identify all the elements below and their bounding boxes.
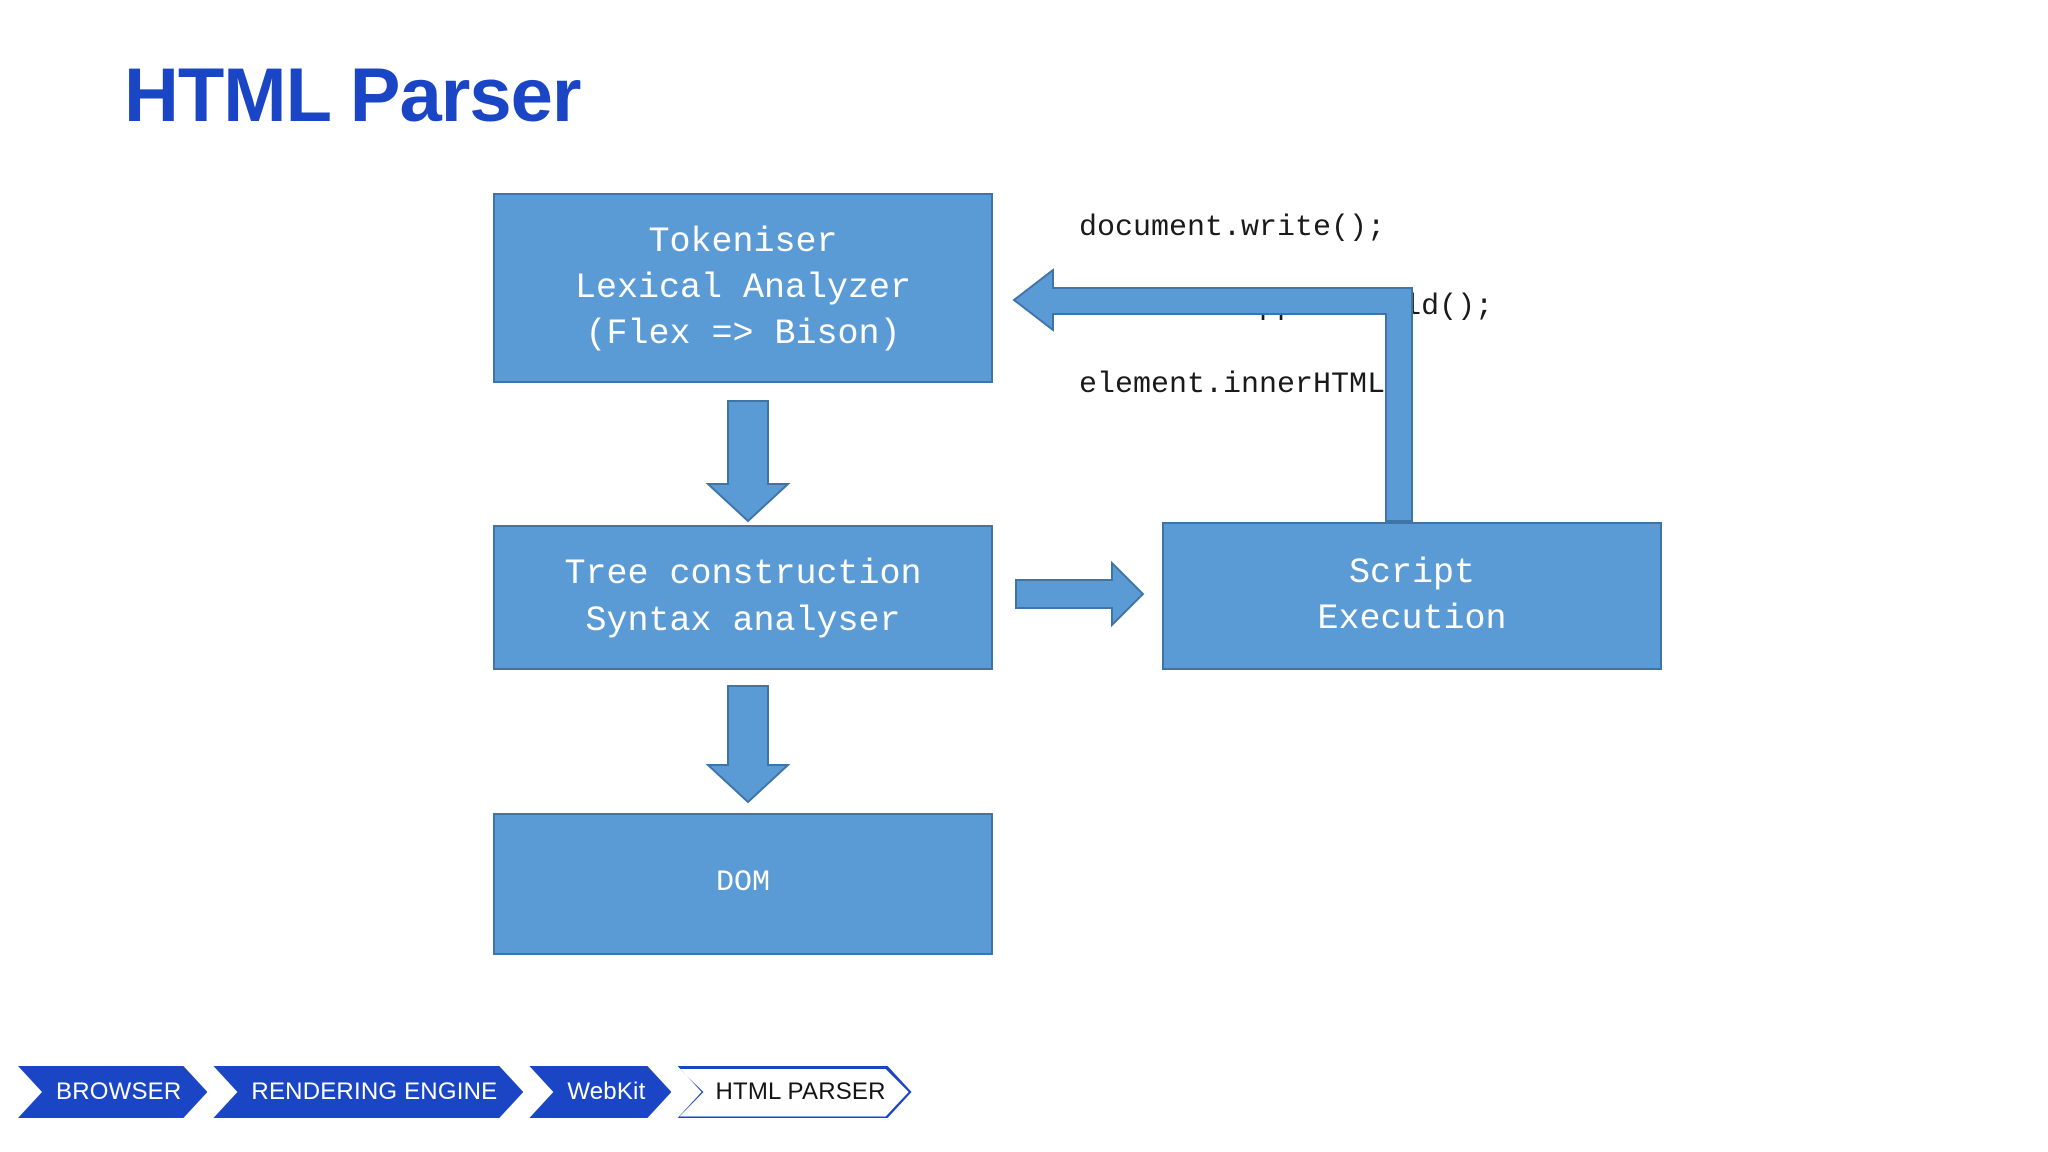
node-tokeniser-line-3: (Flex => Bison) — [585, 314, 901, 355]
breadcrumb-item-webkit[interactable]: WebKit — [529, 1066, 671, 1118]
arrow-tree-to-dom — [705, 685, 791, 804]
annotation-line-2: document.appendChild(); — [1079, 289, 1494, 324]
node-tree-construction-line-2: Syntax analyser — [585, 600, 901, 641]
arrow-tokeniser-to-tree — [705, 400, 791, 523]
node-tokeniser-line-2: Lexical Analyzer — [574, 267, 912, 308]
annotation-line-1: document.write(); — [1079, 211, 1386, 246]
node-script-execution-line-2: Execution — [1317, 599, 1507, 639]
node-script-execution-line-1: Script — [1348, 552, 1476, 593]
breadcrumb-item-rendering-engine[interactable]: RENDERING ENGINE — [213, 1066, 523, 1118]
node-tokeniser-line-1: Tokeniser — [648, 221, 838, 262]
breadcrumb-item-rendering-engine-label: RENDERING ENGINE — [251, 1078, 498, 1105]
breadcrumb-item-browser-label: BROWSER — [56, 1078, 182, 1105]
arrow-tree-to-script — [1015, 560, 1145, 628]
breadcrumb-item-webkit-label: WebKit — [567, 1078, 646, 1105]
node-tokeniser[interactable]: Tokeniser Lexical Analyzer (Flex => Biso… — [493, 193, 993, 383]
node-script-execution[interactable]: Script Execution — [1162, 522, 1662, 670]
node-dom-line-1: DOM — [715, 866, 770, 901]
breadcrumb-item-browser[interactable]: BROWSER — [18, 1066, 207, 1118]
annotation-line-3: element.innerHTML — [1079, 368, 1386, 403]
script-api-annotation: document.write(); document.appendChild()… — [1043, 170, 1493, 406]
node-tree-construction-line-1: Tree construction — [564, 554, 922, 595]
breadcrumb-item-html-parser[interactable]: HTML PARSER — [677, 1066, 911, 1118]
page-title: HTML Parser — [124, 53, 581, 138]
node-dom[interactable]: DOM — [493, 813, 993, 955]
breadcrumb: BROWSER RENDERING ENGINE WebKit HTML PAR… — [18, 1066, 918, 1118]
breadcrumb-item-html-parser-label: HTML PARSER — [715, 1078, 886, 1105]
node-tree-construction[interactable]: Tree construction Syntax analyser — [493, 525, 993, 670]
